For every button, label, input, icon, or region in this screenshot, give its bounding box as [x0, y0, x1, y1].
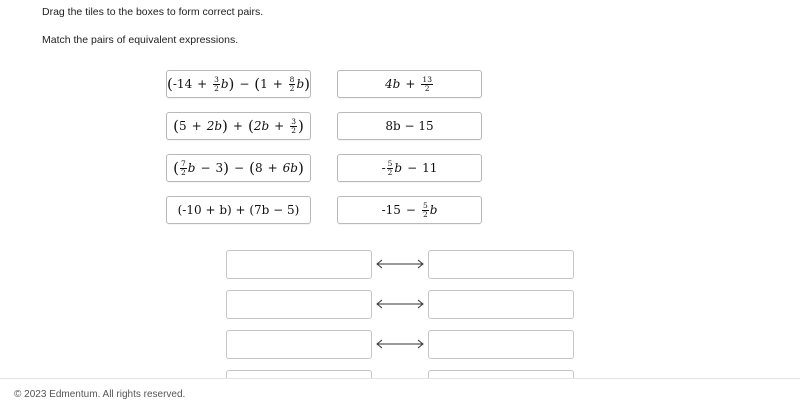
fraction-denominator: 2	[289, 83, 295, 93]
pair-3-left-dropbox[interactable]	[226, 330, 372, 359]
tile-text: (	[249, 158, 255, 177]
double-arrow-icon	[376, 339, 424, 349]
tile-text: -	[381, 161, 386, 175]
variable: b	[296, 77, 305, 91]
tile-text: (	[247, 116, 254, 135]
variable: b	[187, 161, 196, 175]
variable: b	[429, 203, 438, 217]
tile-text: 6b	[282, 161, 298, 175]
fraction-denominator: 2	[424, 83, 430, 93]
fraction-denominator: 2	[387, 167, 393, 177]
fraction-denominator: 2	[422, 209, 428, 219]
tile-text: 8b − 15	[385, 119, 434, 133]
footer-divider	[0, 378, 800, 379]
double-arrow-icon	[376, 299, 424, 309]
fraction-numerator: 5	[421, 201, 429, 211]
tile-text: )	[297, 158, 304, 177]
pair-2-right-dropbox[interactable]	[428, 290, 574, 319]
instructions: Drag the tiles to the boxes to form corr…	[42, 6, 264, 18]
tile-text: (-10 + b) + (7b − 5)	[177, 203, 300, 217]
fraction-denominator: 2	[214, 83, 219, 93]
tile-text: )	[222, 116, 228, 135]
tile-text: 2b	[253, 119, 270, 133]
fraction-denominator: 2	[291, 125, 296, 135]
pair-3-right-dropbox[interactable]	[428, 330, 574, 359]
tile-text: 3	[215, 161, 224, 175]
question-prompt: Match the pairs of equivalent expression…	[42, 34, 239, 46]
tile-text: -14	[172, 77, 193, 91]
tile-text: 1	[260, 77, 268, 91]
tile-text: )	[228, 74, 235, 93]
tile-text: )	[297, 116, 304, 135]
tile-text: 8	[254, 161, 263, 175]
tile-text: (	[173, 116, 179, 135]
pair-4-right-dropbox[interactable]	[428, 370, 574, 378]
expression-tile-4[interactable]: (-10 + b) + (7b − 5)	[166, 196, 311, 224]
pair-1-left-dropbox[interactable]	[226, 250, 372, 279]
pair-2-left-dropbox[interactable]	[226, 290, 372, 319]
double-arrow-icon	[376, 259, 424, 269]
fraction-numerator: 3	[213, 75, 220, 85]
tile-text: -15	[381, 203, 401, 217]
tile-text: (	[173, 158, 179, 177]
fraction-denominator: 2	[181, 167, 186, 177]
pair-4-left-dropbox[interactable]	[226, 370, 372, 378]
fraction-numerator: 13	[421, 75, 433, 85]
fraction-numerator: 5	[386, 159, 394, 169]
tile-text: (	[167, 74, 173, 93]
footer-copyright: © 2023 Edmentum. All rights reserved.	[14, 389, 186, 400]
tile-text: 2b	[206, 119, 223, 133]
expression-tile-6[interactable]: 8b − 15	[337, 112, 482, 140]
fraction-numerator: 7	[180, 159, 187, 169]
tile-text: )	[304, 74, 310, 93]
fraction-numerator: 3	[290, 117, 297, 127]
tile-text: (	[254, 74, 261, 93]
fraction-numerator: 8	[288, 75, 296, 85]
pair-1-right-dropbox[interactable]	[428, 250, 574, 279]
tile-text: 5	[179, 119, 187, 133]
tile-text: )	[223, 158, 230, 177]
variable: b	[220, 77, 229, 91]
tile-text: 11	[422, 161, 438, 175]
tile-text: 4b	[385, 77, 401, 91]
variable: b	[394, 161, 403, 175]
